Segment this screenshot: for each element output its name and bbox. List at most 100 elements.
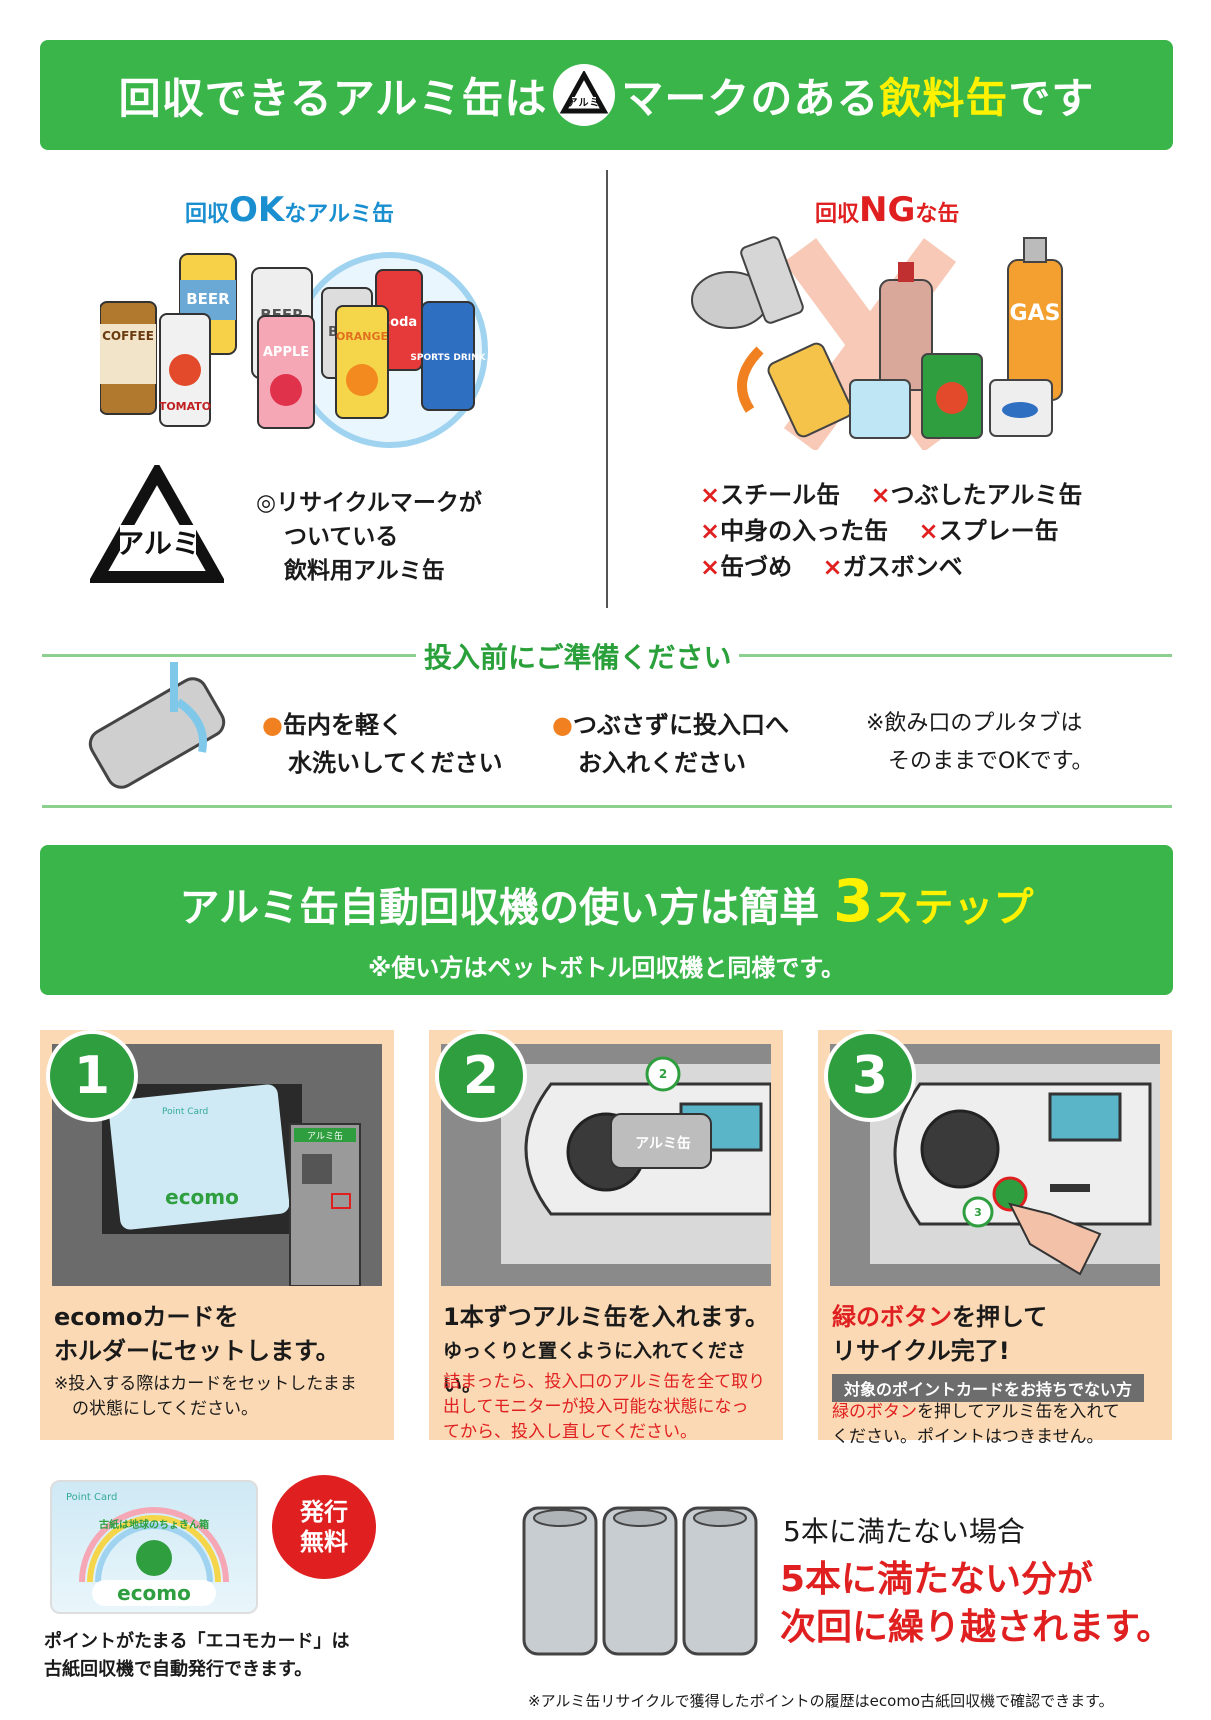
ok-label-big: OK <box>229 190 285 230</box>
carry-over-line-2: 5本に満たない分が <box>780 1559 1094 1600</box>
step-1-illustration: Point Card ecomo アルミ缶 <box>52 1044 382 1286</box>
recycle-line-2: ついている <box>284 524 399 550</box>
gas-canister-icon: GAS <box>1007 237 1063 401</box>
ng-cans-illustration: GAS <box>691 236 1063 450</box>
svg-text:BEER: BEER <box>186 290 230 308</box>
recycle-line-1: ◎リサイクルマークが <box>256 490 482 516</box>
step-1-heading-line-2: ホルダーにセットします。 <box>54 1337 340 1365</box>
tin-can-fish-icon <box>989 379 1053 437</box>
tin-can-cat-icon <box>849 379 911 439</box>
step-1-note-line-2: の状態にしてください。 <box>72 1399 258 1419</box>
ng-item-crushed-can: つぶしたアルミ缶 <box>890 481 1083 509</box>
prep-item-no-crush-line-2: お入れください <box>578 749 746 777</box>
ng-row-3: ×缶づめ ×ガスボンベ <box>700 553 963 581</box>
step-3-note-green-button: 緑のボタン <box>832 1402 917 1422</box>
ng-item-gas-canister: ガスボンベ <box>842 553 963 581</box>
step-3-note: 緑のボタンを押してアルミ缶を入れて ください。ポイントはつきません。 <box>832 1400 1120 1450</box>
prep-item-rinse-line-1: 缶内を軽く <box>282 711 403 739</box>
step-3-panel: 3 3 緑のボタンを押して リサイクル完了! 対象のポイントカードをお持ちでない… <box>818 1030 1172 1447</box>
steps-banner-subtitle: ※使い方はペットボトル回収機と同様です。 <box>368 954 845 982</box>
ng-label-post: な缶 <box>915 202 960 227</box>
step-2-note: 詰まったら、投入口のアルミ缶を全て取り 出してモニターが投入可能な状態になっ て… <box>443 1370 765 1445</box>
header-title-pre: 回収できるアルミ缶は <box>118 73 548 123</box>
step-2-heading-line-1: 1本ずつアルミ缶を入れます。 <box>443 1303 770 1331</box>
step-3-heading-line-2: リサイクル完了! <box>832 1337 1010 1365</box>
recycle-mark-description: ◎リサイクルマークが ついている 飲料用アルミ缶 <box>256 486 482 588</box>
step-3-note-rest: を押してアルミ缶を入れて <box>917 1402 1120 1422</box>
svg-text:アルミ缶: アルミ缶 <box>307 1130 343 1142</box>
ng-items-list: ×スチール缶 ×つぶしたアルミ缶 ×中身の入った缶 ×スプレー缶 ×缶づめ ×ガ… <box>700 477 1104 585</box>
can-orange: ORANGE <box>335 305 389 419</box>
tin-can-tomato-icon <box>921 353 983 439</box>
ng-item-full-can: 中身の入った缶 <box>720 517 889 545</box>
step-3-number-badge: 3 <box>824 1030 916 1122</box>
step-1-note-line-1: ※投入する際はカードをセットしたまま <box>54 1374 357 1394</box>
svg-text:SPORTS DRINK: SPORTS DRINK <box>410 353 486 363</box>
svg-text:アルミ缶: アルミ缶 <box>635 1135 691 1152</box>
step-3-heading-green-button: 緑のボタン <box>832 1303 952 1331</box>
header-banner: 回収できるアルミ缶は アルミ マークのある 飲料缶 です <box>40 40 1173 150</box>
step-2-note-line-3: てから、投入し直してください。 <box>443 1422 697 1442</box>
prep-title: 投入前にご準備ください <box>416 636 740 676</box>
ok-label-pre: 回収 <box>185 202 230 227</box>
carry-over-line-3: 次回に繰り越されます。 <box>780 1607 1173 1648</box>
step-3-heading-rest: を押して <box>952 1303 1048 1331</box>
svg-text:ecomo: ecomo <box>117 1581 191 1605</box>
ng-item-tin-can: 缶づめ <box>720 553 793 581</box>
svg-text:アルミ: アルミ <box>116 527 200 560</box>
ng-section-title: 回収NGな缶 <box>815 190 959 230</box>
svg-text:ORANGE: ORANGE <box>336 330 388 343</box>
card-promo-line-2: 古紙回収機で自動発行できます。 <box>44 1659 313 1680</box>
card-promo-text: ポイントがたまる「エコモカード」は 古紙回収機で自動発行できます。 <box>44 1628 349 1684</box>
step-3-tag-text: 対象のポイントカードをお持ちでない方 <box>832 1374 1145 1402</box>
step-2-panel: アルミ缶 2 2 1本ずつアルミ缶を入れます。 ゆっくりと置くように入れてくださ… <box>429 1030 783 1442</box>
ng-item-steel-can: スチール缶 <box>720 481 841 509</box>
step-1-panel: Point Card ecomo アルミ缶 1 ecomoカードを ホルダーにセ… <box>40 1030 394 1440</box>
ng-label-pre: 回収 <box>815 202 860 227</box>
step-2-heading: 1本ずつアルミ缶を入れます。 ゆっくりと置くように入れてください。 <box>443 1300 783 1402</box>
step-2-number-badge: 2 <box>435 1030 527 1122</box>
prep-item-no-crush: ●つぶさずに投入口へ お入れください <box>552 706 789 782</box>
ng-label-big: NG <box>859 190 916 230</box>
can-tomato: TOMATO <box>159 313 211 427</box>
three-cans-icon <box>522 1506 758 1656</box>
header-title-mid: マークのある <box>621 73 880 123</box>
crushed-can-icon <box>691 236 804 329</box>
step-1-number-badge: 1 <box>46 1030 138 1122</box>
can-apple: APPLE <box>257 315 315 429</box>
svg-text:Point Card: Point Card <box>66 1492 117 1503</box>
step-1-heading-line-1: ecomoカードを <box>54 1303 239 1331</box>
prep-item-rinse-line-2: 水洗いしてください <box>288 749 503 777</box>
prep-note: ※飲み口のプルタブは そのままでOKです。 <box>866 705 1094 781</box>
ecomo-card-image: Point Card 古紙は地球のちょきん箱 ecomo <box>50 1480 258 1614</box>
can-sports-drink: SPORTS DRINK <box>410 301 487 411</box>
mark-label: アルミ <box>568 97 601 109</box>
prep-note-line-1: ※飲み口のプルタブは <box>866 711 1083 736</box>
can-coffee: COFFEE <box>100 301 157 415</box>
svg-text:2: 2 <box>659 1067 667 1081</box>
header-title-post: です <box>1008 73 1095 123</box>
footer-note: ※アルミ缶リサイクルで獲得したポイントの履歴はecomo古紙回収機で確認できます… <box>528 1692 1114 1710</box>
ok-section-title: 回収OKなアルミ缶 <box>185 190 394 230</box>
free-issue-badge: 発行 無料 <box>272 1475 376 1579</box>
prep-note-line-2: そのままでOKです。 <box>888 749 1094 774</box>
steps-title-text: アルミ缶自動回収機の使い方は簡単 <box>179 885 820 931</box>
section-divider <box>606 170 608 608</box>
pointing-hand-icon <box>1008 1202 1102 1276</box>
free-badge-line-1: 発行 <box>300 1498 348 1526</box>
carry-over-message: 5本に満たない分が 次回に繰り越されます。 <box>780 1556 1172 1652</box>
steps-banner-title: アルミ缶自動回収機の使い方は簡単 3ステップ <box>40 867 1173 935</box>
step-3-note-line-2: ください。ポイントはつきません。 <box>832 1427 1104 1447</box>
step-2-note-line-2: 出してモニターが投入可能な状態になっ <box>443 1397 749 1417</box>
svg-text:GAS: GAS <box>1010 301 1061 326</box>
prep-item-rinse: ●缶内を軽く 水洗いしてください <box>262 706 503 782</box>
recycle-line-3: 飲料用アルミ缶 <box>284 558 445 584</box>
ng-row-1: ×スチール缶 ×つぶしたアルミ缶 <box>700 481 1083 509</box>
free-badge-line-2: 無料 <box>300 1528 348 1556</box>
svg-text:TOMATO: TOMATO <box>159 400 211 413</box>
prep-divider-bottom <box>42 805 1172 808</box>
ng-row-2: ×中身の入った缶 ×スプレー缶 <box>700 517 1059 545</box>
ok-label-post: なアルミ缶 <box>284 202 395 227</box>
svg-text:ecomo: ecomo <box>165 1185 239 1209</box>
prep-item-no-crush-line-1: つぶさずに投入口へ <box>572 711 789 739</box>
